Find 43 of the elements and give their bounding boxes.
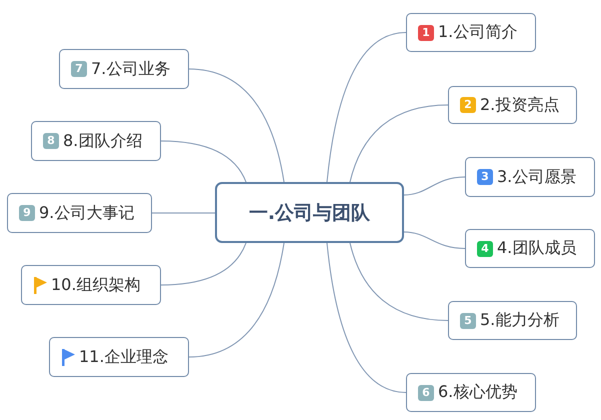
topic-box bbox=[49, 337, 189, 377]
topic-box bbox=[31, 121, 161, 161]
connector-line bbox=[152, 212, 216, 214]
number-badge: 2 bbox=[460, 97, 476, 113]
connector-line bbox=[404, 232, 466, 249]
topic-label: 11.企业理念 bbox=[79, 346, 168, 368]
topic-box bbox=[406, 13, 536, 52]
number-badge: 7 bbox=[71, 61, 87, 77]
topic-label: 7.公司业务 bbox=[91, 58, 170, 80]
connector-line bbox=[160, 242, 246, 286]
number-badge: 9 bbox=[19, 205, 35, 221]
connector-line bbox=[326, 242, 406, 393]
topic-box bbox=[448, 86, 577, 124]
topic-label: 5.能力分析 bbox=[480, 310, 560, 331]
topic-box bbox=[448, 301, 577, 340]
connector-line bbox=[188, 68, 284, 182]
topic-label: 6.核心优势 bbox=[438, 382, 518, 403]
topic-box bbox=[465, 229, 595, 268]
topic-label: 9.公司大事记 bbox=[39, 202, 134, 224]
number-badge: 8 bbox=[43, 133, 59, 149]
topic-box bbox=[59, 49, 189, 89]
connector-line bbox=[350, 104, 448, 182]
connector-line bbox=[404, 176, 466, 196]
topic-box bbox=[21, 265, 161, 305]
topic-label: 1.公司简介 bbox=[438, 22, 518, 43]
topic-label: 8.团队介绍 bbox=[63, 130, 142, 152]
topic-label: 2.投资亮点 bbox=[480, 94, 560, 116]
number-badge: 3 bbox=[477, 169, 493, 185]
topic-box bbox=[7, 193, 152, 233]
topic-label: 4.团队成员 bbox=[497, 238, 576, 259]
connector-line bbox=[188, 242, 284, 358]
number-badge: 5 bbox=[460, 312, 476, 328]
central-topic-box: 一.公司与团队 bbox=[215, 182, 404, 243]
number-badge: 1 bbox=[418, 24, 434, 40]
connector-line bbox=[350, 242, 448, 321]
topic-box bbox=[465, 157, 595, 197]
number-badge: 6 bbox=[418, 384, 434, 400]
connector-line bbox=[326, 32, 406, 182]
topic-label: 3.公司愿景 bbox=[497, 166, 576, 188]
connector-line bbox=[160, 140, 246, 182]
number-badge: 4 bbox=[477, 240, 493, 256]
topic-label: 10.组织架构 bbox=[51, 274, 140, 296]
topic-box bbox=[406, 373, 536, 412]
